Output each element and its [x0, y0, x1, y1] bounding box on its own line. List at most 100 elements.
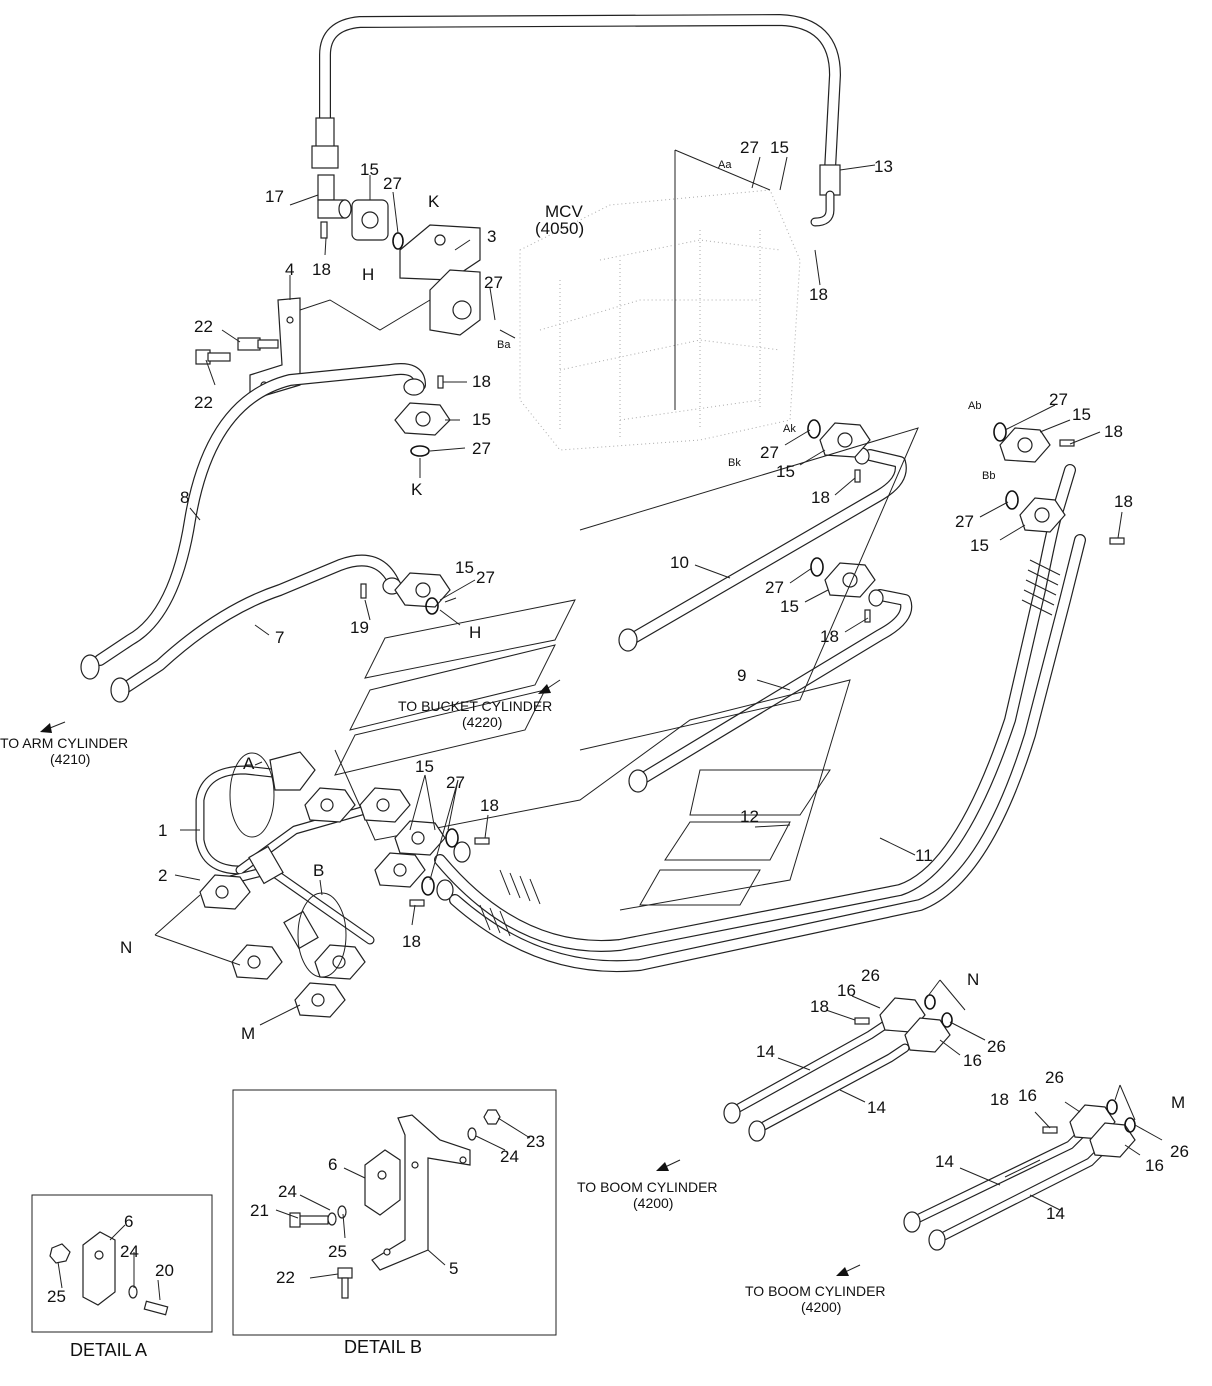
callout-16-d: 16: [1145, 1156, 1164, 1175]
hose-13: [311, 14, 841, 227]
callout-1: 1: [158, 821, 167, 840]
arm-cylinder-code: (4210): [50, 751, 90, 767]
callout-16-b: 16: [963, 1051, 982, 1070]
callout-10: 10: [670, 553, 689, 572]
bolt-18-k: [437, 375, 444, 389]
detail-a-parts: [49, 1231, 169, 1316]
callout-3: 3: [487, 227, 496, 246]
boom-cylinder-caption-1: TO BOOM CYLINDER: [577, 1179, 718, 1195]
detail-b-frame: [232, 1089, 557, 1336]
callout-27-aa: 27: [740, 138, 759, 157]
callout-20: 20: [155, 1261, 174, 1280]
bolt-18-top-left: [320, 221, 328, 239]
callout-26-lower-a: 26: [1045, 1068, 1064, 1087]
boom-cylinder-code-2: (4200): [801, 1299, 841, 1315]
detail-a-circle: [229, 752, 275, 838]
callout-26-upper-b: 26: [987, 1037, 1006, 1056]
callout-23: 23: [526, 1132, 545, 1151]
callout-18-pipes-a: 18: [480, 796, 499, 815]
flange-15-bk: [824, 562, 876, 598]
oring-27-ak: [807, 419, 821, 439]
bucket-cylinder-code: (4220): [462, 714, 502, 730]
callout-8: 8: [180, 488, 189, 507]
callout-15-top-left: 15: [360, 160, 379, 179]
oring-27-pipe-a: [445, 828, 459, 848]
callout-26-top: 26: [861, 966, 880, 985]
callout-22-upper: 22: [194, 317, 213, 336]
hose-11: [434, 464, 1086, 973]
callout-14-a: 14: [756, 1042, 775, 1061]
oring-27-ab: [993, 422, 1007, 442]
callout-25-detail-b: 25: [328, 1242, 347, 1261]
callout-13: 13: [874, 157, 893, 176]
callout-14-d: 14: [1046, 1204, 1065, 1223]
arrow-icons: [40, 679, 861, 1276]
callout-18-ab: 18: [1104, 422, 1123, 441]
flange-15-top-left: [351, 199, 389, 241]
bolt-19: [360, 583, 367, 599]
flanges-n-m: [199, 874, 366, 1018]
repeated-callouts: 27 15 18 27 22 18 15 27 15 27 27 15 18 2…: [120, 138, 1189, 1287]
oring-27-k: [410, 445, 430, 457]
callout-16-a: 16: [837, 981, 856, 1000]
letter-n-right: N: [967, 970, 979, 989]
callout-15-ab: 15: [1072, 405, 1091, 424]
mcv-block: [519, 149, 801, 451]
block-3: [399, 224, 481, 336]
detail-b-parts: [289, 1109, 501, 1299]
letter-b: B: [313, 861, 324, 880]
callout-22-lower: 22: [194, 393, 213, 412]
callout-12: 12: [740, 807, 759, 826]
flange-15-ak: [819, 422, 871, 458]
flanges-15-group: [304, 787, 446, 888]
callout-19: 19: [350, 618, 369, 637]
callout-22-detail-b: 22: [276, 1268, 295, 1287]
callout-6-detail-a: 6: [124, 1212, 133, 1231]
callout-6-detail-b: 6: [328, 1155, 337, 1174]
detail-a-title: DETAIL A: [70, 1340, 147, 1360]
flange-15-h: [394, 572, 451, 608]
callout-18-bk: 18: [820, 627, 839, 646]
arrow-left-icon: [836, 1267, 849, 1276]
elbow-fitting-17: [317, 174, 352, 219]
callout-15-k: 15: [472, 410, 491, 429]
bolt-22-lower: [195, 349, 231, 365]
callout-17: 17: [265, 187, 284, 206]
letter-n-left: N: [120, 938, 132, 957]
captions: TO ARM CYLINDER (4210) TO BUCKET CYLINDE…: [0, 698, 886, 1360]
flange-15-k: [394, 402, 451, 436]
mcv-code: (4050): [535, 219, 584, 238]
hose-7: [110, 554, 402, 703]
callout-2: 2: [158, 866, 167, 885]
callout-25-detail-a: 25: [47, 1287, 66, 1306]
callout-18-bb: 18: [1114, 492, 1133, 511]
letter-k-lower: K: [411, 480, 423, 499]
detail-b-title: DETAIL B: [344, 1337, 422, 1357]
callout-24-detail-b: 24: [278, 1182, 297, 1201]
callout-18-ak: 18: [811, 488, 830, 507]
callout-14-b: 14: [867, 1098, 886, 1117]
pipe-1: [195, 751, 316, 875]
port-label-ba: Ba: [497, 339, 511, 351]
hose-14-upper-pair: [723, 994, 953, 1142]
oring-27-bk: [810, 557, 824, 577]
port-label-bk: Bk: [728, 457, 741, 469]
mcv-name: MCV: [545, 202, 583, 221]
callout-27-k: 27: [472, 439, 491, 458]
callout-15-h: 15: [455, 558, 474, 577]
callout-4: 4: [285, 260, 294, 279]
port-label-aa: Aa: [718, 159, 732, 171]
bucket-plane-guides: [334, 427, 919, 911]
callout-15-bb: 15: [970, 536, 989, 555]
callout-15-ak: 15: [776, 462, 795, 481]
port-labels: Aa Ba Ab Ak Bk Bb: [497, 159, 995, 482]
callout-26-lower-b: 26: [1170, 1142, 1189, 1161]
hose-14-lower-pair: [903, 1099, 1136, 1251]
port-label-ab: Ab: [968, 400, 981, 412]
port-label-bb: Bb: [982, 470, 995, 482]
letter-h-top: H: [362, 265, 374, 284]
bucket-cylinder-caption: TO BUCKET CYLINDER: [398, 698, 552, 714]
callout-27-top-left: 27: [383, 174, 402, 193]
